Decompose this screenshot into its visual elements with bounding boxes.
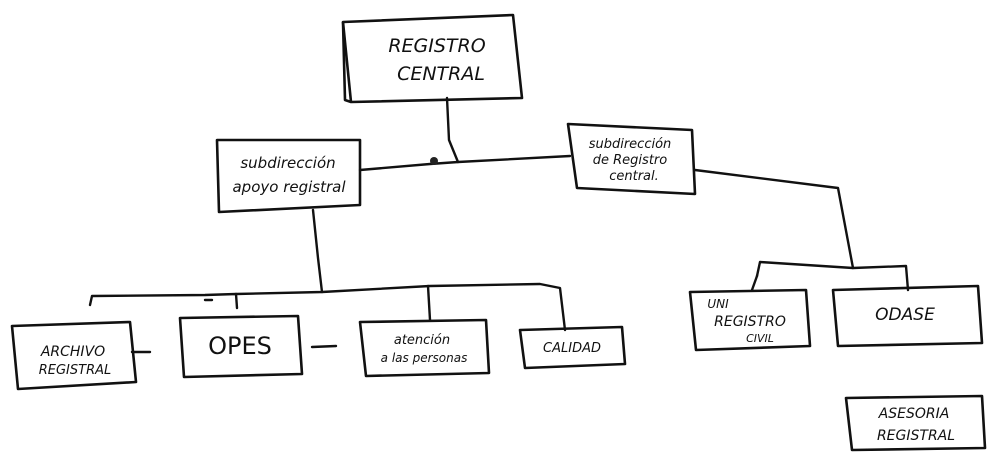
ink-blot [430, 157, 438, 165]
node-asesoria-registral: ASESORIA REGISTRAL [844, 394, 987, 452]
subdireccion-registro-line1: subdirección [589, 137, 672, 152]
archivo-registral-line2: REGISTRAL [39, 363, 112, 378]
connector-central-down [445, 96, 460, 164]
uni-registro-civil-line2: REGISTRO [714, 314, 786, 330]
subdireccion-apoyo-line2: apoyo registral [232, 178, 346, 196]
node-odase: ODASE [831, 284, 984, 348]
atencion-personas-line1: atención [394, 333, 450, 348]
subdireccion-registro-line3: central. [609, 169, 659, 184]
connector-bottom-bus [234, 282, 567, 332]
node-subdireccion-apoyo: subdirección apoyo registral [215, 138, 362, 214]
connector-right-bus [755, 260, 910, 292]
connector-subdirections [358, 154, 572, 172]
node-opes: OPES [178, 314, 304, 379]
node-calidad: CALIDAD [518, 325, 627, 370]
uni-registro-civil-line3: CIVIL [746, 332, 774, 345]
connector-to-atencion [426, 284, 432, 322]
subdireccion-apoyo-line1: subdirección [240, 154, 335, 172]
node-registro-central: REGISTRO CENTRAL [341, 13, 524, 104]
asesoria-registral-line1: ASESORIA [878, 406, 950, 422]
connectors [88, 96, 910, 354]
connector-apoyo-down [311, 208, 324, 294]
node-subdireccion-registro: subdirección de Registro central. [566, 122, 697, 196]
registro-central-line1: REGISTRO [388, 35, 485, 57]
connector-left-branch [88, 292, 239, 310]
calidad-label: CALIDAD [543, 341, 601, 356]
opes-label: OPES [208, 332, 272, 360]
archivo-registral-line1: ARCHIVO [40, 344, 105, 360]
odase-label: ODASE [875, 305, 935, 325]
atencion-personas-line2: a las personas [381, 351, 468, 365]
node-archivo-registral: ARCHIVO REGISTRAL [10, 320, 138, 391]
connector-registro-right [693, 168, 855, 270]
node-atencion-personas: atención a las personas [358, 318, 491, 378]
registro-central-line2: CENTRAL [397, 63, 485, 85]
uni-registro-civil-line1: UNI [707, 297, 729, 311]
connector-to-uni [750, 274, 759, 292]
subdireccion-registro-line2: de Registro [593, 153, 667, 168]
connector-opes-dash [310, 344, 338, 349]
asesoria-registral-line2: REGISTRAL [877, 428, 955, 444]
node-uni-registro-civil: UNI REGISTRO CIVIL [688, 288, 812, 352]
